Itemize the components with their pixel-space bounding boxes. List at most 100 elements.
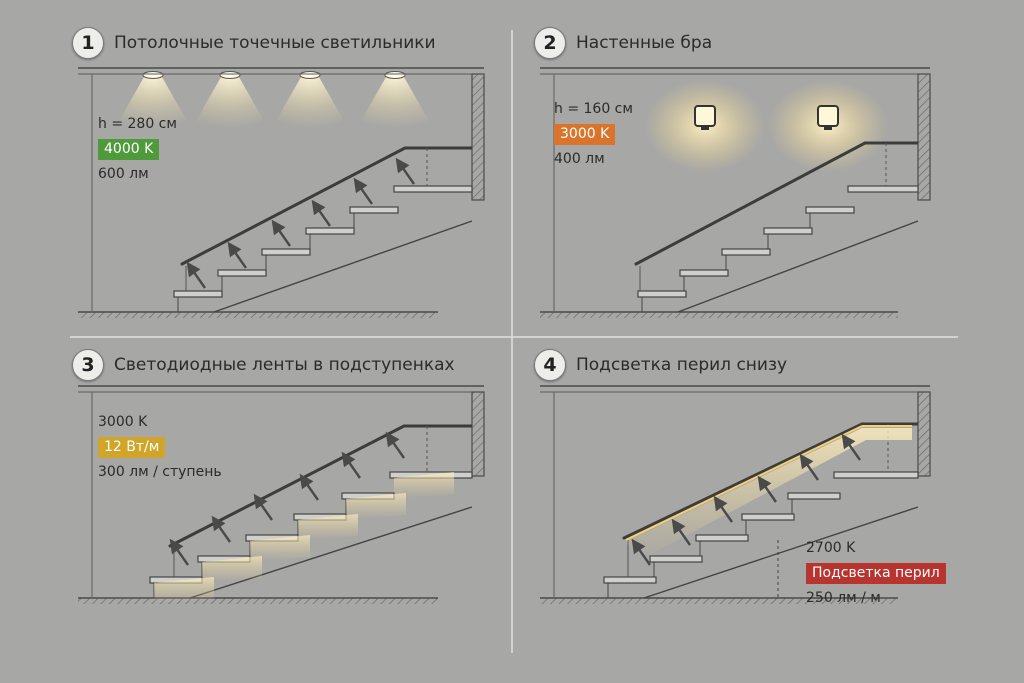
right-wall xyxy=(471,73,485,201)
step-tread xyxy=(217,269,267,277)
floor-hatch xyxy=(78,598,438,604)
panel-title: Подсветка перил снизу xyxy=(576,355,788,375)
handrail xyxy=(168,424,406,548)
color-temp-badge: 4000 K xyxy=(98,139,160,160)
up-arrow-icon xyxy=(253,493,273,521)
up-arrow-icon xyxy=(671,518,691,546)
floor-hatch xyxy=(540,312,898,318)
panel-number: 1 xyxy=(72,27,104,59)
panel-number: 2 xyxy=(534,27,566,59)
mount-height: h = 160 см xyxy=(554,101,633,117)
right-wall xyxy=(471,391,485,477)
panel-3-drawing xyxy=(78,385,485,604)
sconce-base xyxy=(824,126,832,130)
light-cone xyxy=(357,77,433,128)
panel-2-drawing xyxy=(540,67,931,318)
step-tread xyxy=(305,227,355,235)
up-arrow-icon xyxy=(841,433,861,461)
light-cone xyxy=(192,77,268,128)
light-cone xyxy=(115,77,191,128)
step-tread xyxy=(695,534,749,542)
right-wall xyxy=(917,73,931,201)
up-arrow-icon xyxy=(311,199,331,227)
up-arrow-icon xyxy=(713,495,733,523)
step-tread xyxy=(763,227,813,235)
stringer xyxy=(677,220,919,313)
mount-height: h = 280 см xyxy=(98,116,177,132)
up-arrow-icon xyxy=(227,241,247,269)
up-arrow-icon xyxy=(299,473,319,501)
step-tread xyxy=(261,248,311,256)
stringer xyxy=(643,506,919,599)
luminous-flux: 400 лм xyxy=(554,151,605,167)
led-strip-glow xyxy=(250,535,310,561)
right-wall xyxy=(917,391,931,477)
up-arrow-icon xyxy=(799,453,819,481)
handrail xyxy=(634,141,867,266)
floor-hatch xyxy=(540,598,898,604)
led-strip-glow xyxy=(298,514,358,540)
up-arrow-icon xyxy=(385,431,405,459)
wall-sconce-icon xyxy=(694,105,716,127)
step-tread xyxy=(349,206,399,214)
panel-number: 3 xyxy=(72,349,104,381)
sconce-base xyxy=(701,126,709,130)
led-strip-glow xyxy=(202,556,262,582)
step-tread xyxy=(721,248,771,256)
led-strip-glow xyxy=(346,493,406,519)
up-arrow-icon xyxy=(353,177,373,205)
spotlight-icon xyxy=(299,71,321,79)
panel-title: Настенные бра xyxy=(576,33,713,53)
landing xyxy=(833,471,919,479)
spotlight-icon xyxy=(142,71,164,79)
panel-4-header: 4 Подсветка перил снизу xyxy=(534,348,787,382)
stringer xyxy=(189,506,473,599)
luminous-flux: 600 лм xyxy=(98,166,149,182)
handrail-glow xyxy=(626,428,912,560)
floor-hatch xyxy=(78,312,438,318)
step-tread xyxy=(741,513,795,521)
landing xyxy=(847,185,919,193)
handrail xyxy=(622,422,864,540)
luminous-flux: 300 лм / ступень xyxy=(98,464,222,480)
color-temp: 2700 K xyxy=(806,540,856,556)
panel-4-drawing xyxy=(540,385,931,604)
led-strip-glow xyxy=(394,472,454,498)
panel-2-header: 2 Настенные бра xyxy=(534,26,712,60)
panel-1-specs: h = 280 см 4000 K 600 лм xyxy=(98,112,177,187)
up-arrow-icon xyxy=(631,538,651,566)
up-arrow-icon xyxy=(757,475,777,503)
up-arrow-icon xyxy=(341,451,361,479)
handrail-led xyxy=(625,425,863,541)
up-arrow-icon xyxy=(169,538,189,566)
spotlight-icon xyxy=(384,71,406,79)
panel-1-drawing xyxy=(78,67,485,318)
spotlight-icon xyxy=(219,71,241,79)
luminous-flux: 250 лм / м xyxy=(806,590,881,606)
up-arrow-icon xyxy=(186,261,206,289)
panel-number: 4 xyxy=(534,349,566,381)
panel-2-specs: h = 160 см 3000 K 400 лм xyxy=(554,97,633,172)
power-badge: 12 Вт/м xyxy=(98,437,166,458)
led-strip-glow xyxy=(154,577,214,603)
up-arrow-icon xyxy=(395,157,415,185)
step-tread xyxy=(679,269,729,277)
panel-3-header: 3 Светодиодные ленты в подступенках xyxy=(72,348,455,382)
type-badge: Подсветка перил xyxy=(806,563,946,584)
panel-3-specs: 3000 K 12 Вт/м 300 лм / ступень xyxy=(98,410,222,485)
panel-title: Потолочные точечные светильники xyxy=(114,33,436,53)
light-cone xyxy=(272,77,348,128)
up-arrow-icon xyxy=(211,515,231,543)
landing xyxy=(393,185,473,193)
color-temp-badge: 3000 K xyxy=(554,124,616,145)
step-tread xyxy=(649,555,703,563)
up-arrow-icon xyxy=(271,219,291,247)
wall-sconce-icon xyxy=(817,105,839,127)
step-tread xyxy=(787,492,841,500)
step-tread xyxy=(173,290,223,298)
handrail xyxy=(180,146,407,266)
panel-4-specs: 2700 K Подсветка перил 250 лм / м xyxy=(806,536,946,611)
panel-title: Светодиодные ленты в подступенках xyxy=(114,355,455,375)
